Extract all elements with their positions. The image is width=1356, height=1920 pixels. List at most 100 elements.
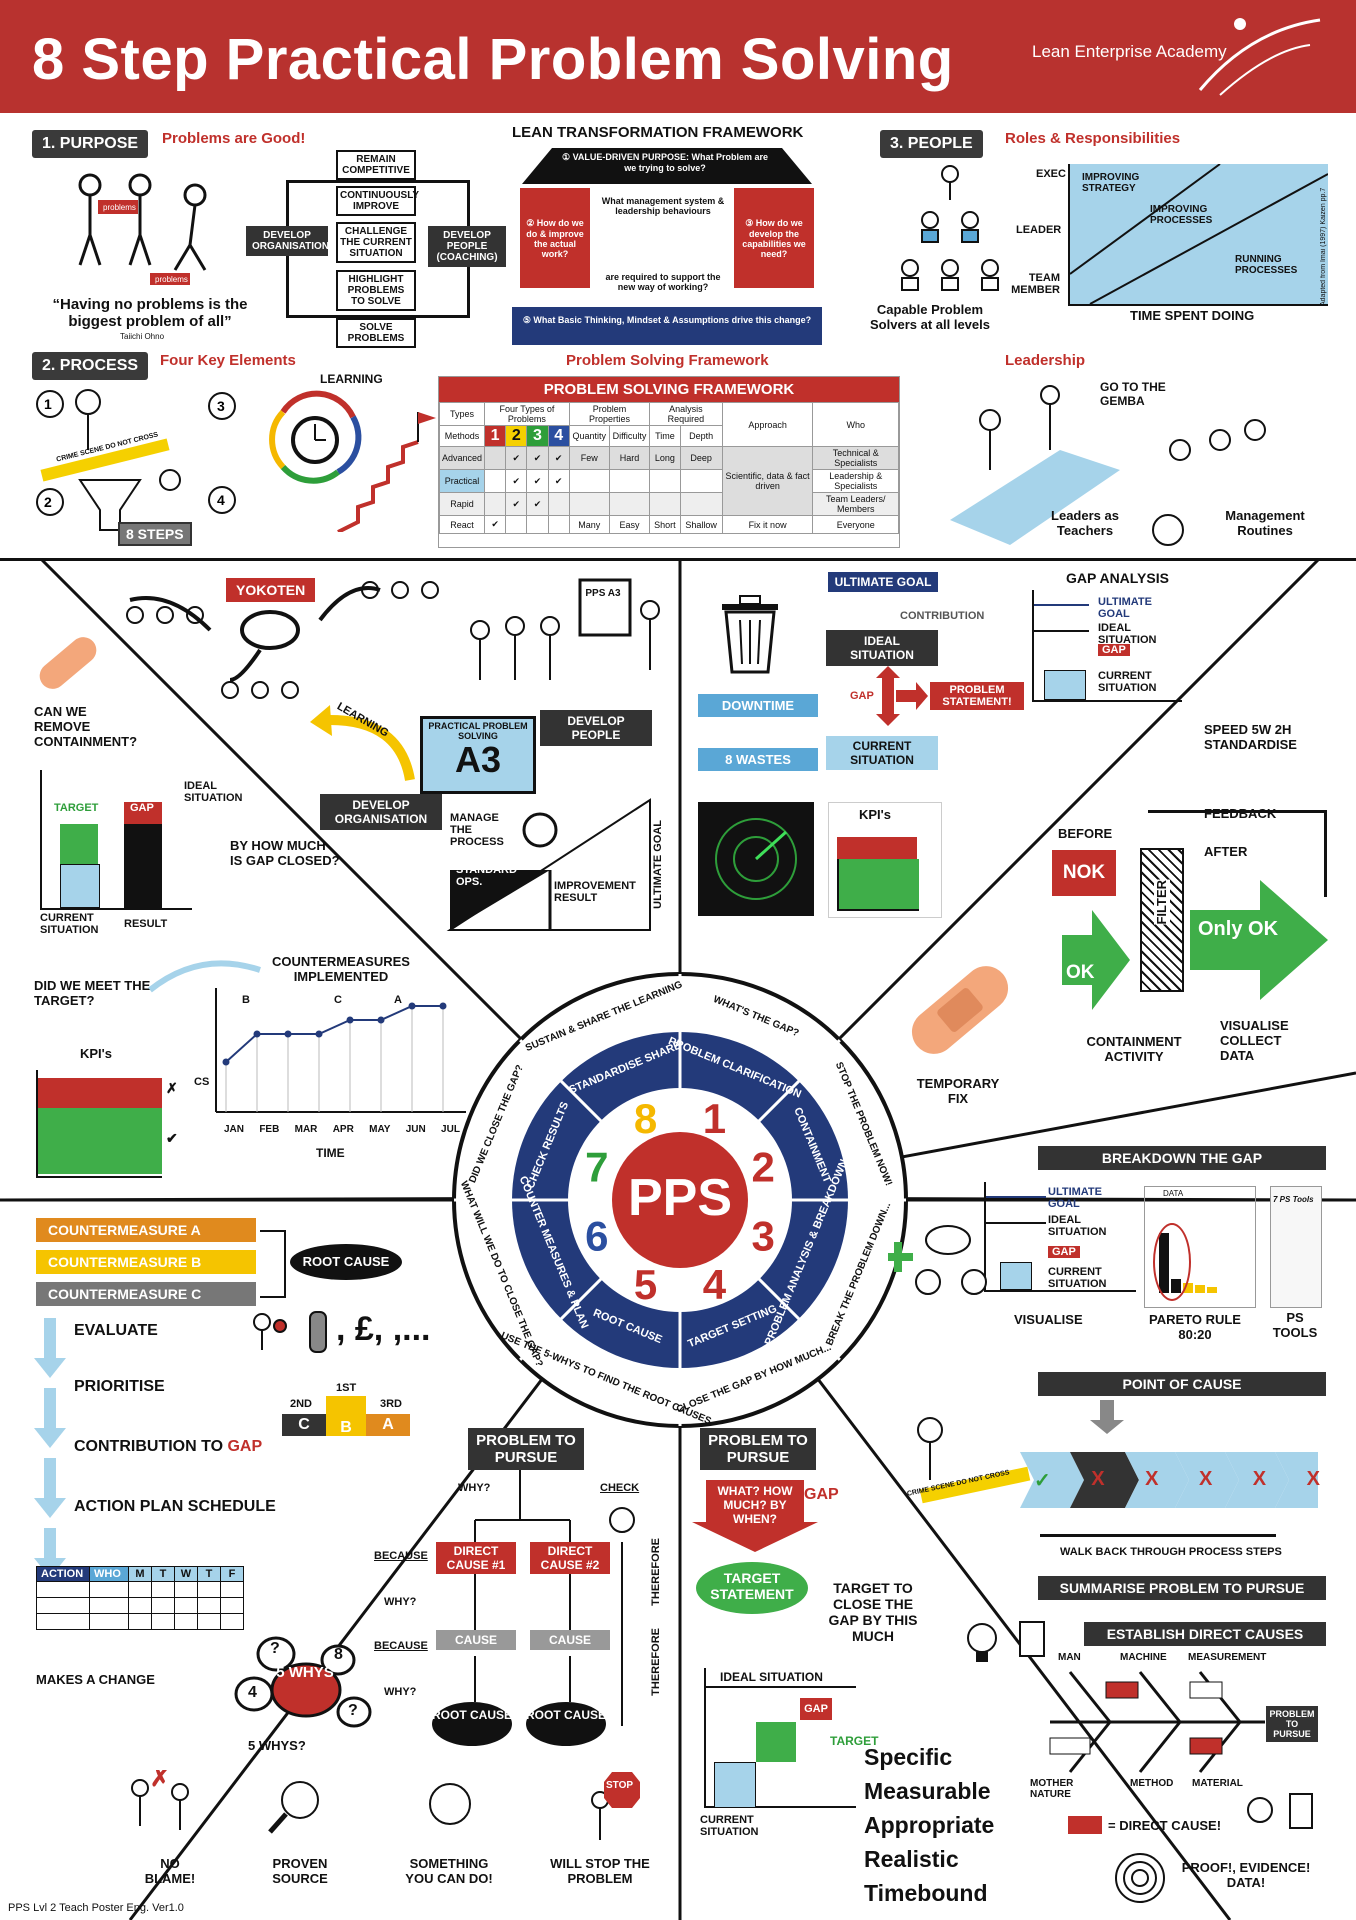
svg-text:problems: problems [155, 275, 188, 284]
target-close-label: TARGET TO CLOSE THE GAP BY THIS MUCH [828, 1580, 918, 1644]
people-caption: Capable Problem Solvers at all levels [870, 302, 990, 332]
down-arrow-icon [692, 1480, 818, 1552]
problem-statement-box: PROBLEM STATEMENT! [930, 682, 1024, 710]
month-tick: JUN [405, 1124, 426, 1135]
before-label: BEFORE [1058, 826, 1113, 841]
chart-point [315, 1030, 323, 1038]
bubble-text: 8 [334, 1646, 343, 1663]
direct-cause-2: DIRECT CAUSE #2 [530, 1542, 610, 1574]
pareto-card: DATA [1144, 1186, 1256, 1308]
routines-label: Management Routines [1225, 508, 1305, 538]
cycle-step: CONTINUOUSLY IMPROVE [336, 186, 419, 216]
smart-item: Measurable [864, 1778, 991, 1804]
something-label: SOMETHING YOU CAN DO! [405, 1856, 493, 1886]
marker-c: C [334, 994, 342, 1006]
wheel-step-number: 4 [703, 1261, 727, 1308]
people-source: Adapted from Imai (1997) Kaizen pp.7 [1320, 187, 1327, 306]
leadership-icon [950, 385, 1266, 546]
target-statement-ellipse: TARGET STATEMENT [696, 1562, 808, 1614]
countermeasure-c: COUNTERMEASURE C [36, 1282, 256, 1306]
establish-header: ESTABLISH DIRECT CAUSES [1084, 1622, 1326, 1646]
fingerprint-icon [1115, 1853, 1165, 1903]
problem-to-pursue-box: PROBLEM TO PURSUE [468, 1428, 584, 1470]
after-label: AFTER [1204, 844, 1248, 859]
countermeasure-line-chart [215, 988, 466, 1113]
countermeasure-a: COUNTERMEASURE A [36, 1218, 256, 1242]
yokoten-figures-icon [126, 581, 439, 699]
people-chart: IMPROVING STRATEGY IMPROVING PROCESSES R… [1068, 164, 1328, 306]
only-ok-label: Only OK [1198, 918, 1279, 940]
fish-label: MOTHER NATURE [1030, 1778, 1074, 1800]
target-step-chart: GAP [704, 1668, 856, 1808]
boxer-icon [253, 1311, 327, 1353]
cm-bracket [260, 1230, 286, 1298]
chart-label: IMPROVING PROCESSES [1150, 204, 1213, 226]
chart-point [222, 1058, 230, 1066]
process-tag: 2. PROCESS [32, 352, 149, 380]
develop-organisation-label: DEVELOP ORGANISATION [320, 794, 442, 830]
level-exec: EXEC [1036, 168, 1066, 180]
develop-organisation-box: DEVELOP ORGANISATION [246, 226, 329, 256]
filter-block: FILTER [1140, 848, 1184, 992]
pdca-learning-icon: 3 4 [208, 390, 436, 532]
proof-evidence-label: PROOF!, EVIDENCE! DATA! [1181, 1860, 1311, 1890]
step-mark: X [1306, 1468, 1320, 1490]
fish-label: MACHINE [1120, 1652, 1167, 1663]
therefore-label: THEREFORE [650, 1538, 662, 1606]
brand-name: Lean Enterprise Academy [1032, 42, 1227, 61]
fishbone-diagram [1049, 1671, 1265, 1773]
no-blame-label: NO BLAME! [144, 1856, 196, 1886]
why-label: WHY? [384, 1686, 417, 1698]
will-stop-label: WILL STOP THE PROBLEM [550, 1856, 650, 1886]
gap-analysis-chart: ULTIMATE GOAL IDEAL SITUATION GAP CURREN… [1032, 590, 1182, 702]
purpose-subtitle: Problems are Good! [162, 130, 306, 147]
visualise-collect: VISUALISE COLLECT DATA [1220, 1018, 1289, 1063]
leadership-subtitle: Leadership [1005, 352, 1086, 369]
psf-title: PROBLEM SOLVING FRAMEWORK [439, 377, 899, 402]
month-tick: JAN [224, 1124, 245, 1135]
because-label: BECAUSE [374, 1640, 428, 1652]
five-whys-question: 5 WHYS? [248, 1738, 306, 1753]
ps-tools-card: 7 PS Tools [1270, 1186, 1322, 1308]
lightbulb-switch-icon [967, 1621, 1045, 1662]
chart-point [253, 1030, 261, 1038]
fish-label: MEASUREMENT [1188, 1652, 1267, 1663]
contribution-label: CONTRIBUTION [900, 610, 985, 622]
walk-back-label: WALK BACK THROUGH PROCESS STEPS [1060, 1546, 1282, 1558]
step-mark: ✓ [1034, 1470, 1051, 1492]
wheel-step-number: 1 [703, 1095, 726, 1142]
chart-series-line [225, 1005, 443, 1063]
breakdown-chart: ULTIMATE GOAL IDEAL SITUATION GAP CURREN… [984, 1182, 1136, 1292]
people-xlabel: TIME SPENT DOING [1130, 308, 1255, 323]
breakdown-gap-header: BREAKDOWN THE GAP [1038, 1146, 1326, 1170]
standard-ops-label: STANDARD OPS. [456, 864, 517, 888]
countermeasure-b: COUNTERMEASURE B [36, 1250, 256, 1274]
wheel-center [612, 1132, 748, 1268]
action-plan-label: ACTION PLAN SCHEDULE [74, 1498, 276, 1515]
stop-sign-label: STOP [606, 1780, 634, 1791]
pareto-label: PARETO RULE 80:20 [1149, 1312, 1241, 1342]
academy-logo-icon [1198, 18, 1321, 96]
cause-box: CAUSE [530, 1630, 610, 1650]
only-ok-arrow-icon [1190, 880, 1328, 1000]
chart-point [346, 1016, 354, 1024]
quote-author: Taiichi Ohno [120, 332, 165, 341]
ultimate-goal-box: ULTIMATE GOAL [828, 572, 938, 592]
svg-text:3: 3 [217, 398, 225, 414]
svg-text:2: 2 [44, 494, 52, 510]
downtime-box: DOWNTIME [698, 694, 818, 717]
feedback-label: FEEDBACK [1204, 806, 1277, 821]
smart-item: Specific [864, 1744, 953, 1770]
wheel-divider [519, 1247, 633, 1361]
evaluate-label: EVALUATE [74, 1322, 158, 1339]
eight-wastes-box: 8 WASTES [698, 748, 818, 771]
level-leader: LEADER [1016, 224, 1062, 236]
containment-activity: CONTAINMENT ACTIVITY [1086, 1034, 1182, 1064]
svg-text:✗: ✗ [150, 1770, 170, 1792]
trash-bin-icon [722, 595, 778, 674]
contribution-label: CONTRIBUTION TO GAP [74, 1438, 263, 1455]
fish-label: MATERIAL [1192, 1778, 1243, 1789]
ideal-situation-label: IDEAL SITUATION [720, 1670, 823, 1684]
